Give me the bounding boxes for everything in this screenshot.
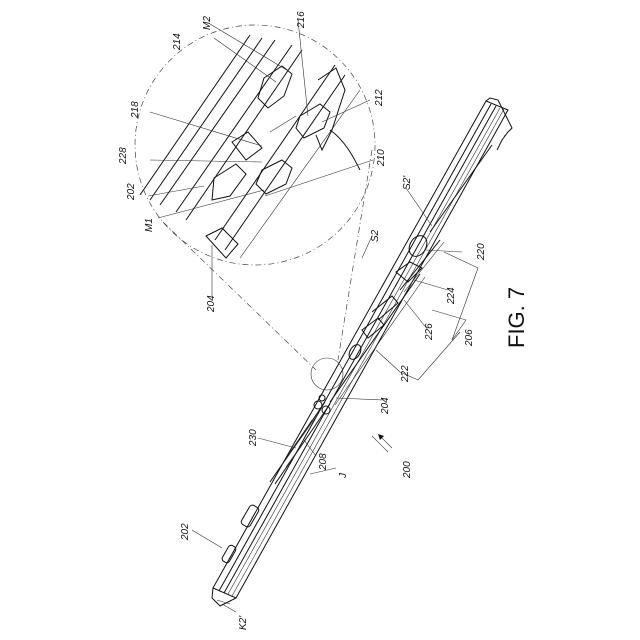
label-220: 220 bbox=[476, 243, 487, 261]
label-204-bottom: 204 bbox=[380, 397, 391, 415]
label-210: 210 bbox=[376, 149, 387, 167]
label-208: 208 bbox=[318, 453, 329, 471]
label-206: 206 bbox=[464, 329, 475, 347]
detail-boundary bbox=[135, 25, 375, 265]
slide-rail bbox=[212, 98, 512, 606]
label-j: J bbox=[338, 472, 349, 479]
label-214: 214 bbox=[172, 33, 183, 51]
label-230: 230 bbox=[248, 429, 259, 447]
label-m1: M1 bbox=[144, 218, 155, 232]
label-s2-prime-top: S2' bbox=[402, 175, 413, 190]
label-202-top: 202 bbox=[126, 183, 137, 201]
label-228: 228 bbox=[118, 147, 129, 165]
figure-caption: FIG. 7 bbox=[504, 287, 529, 348]
label-224: 224 bbox=[446, 287, 457, 305]
label-m2: M2 bbox=[202, 16, 213, 30]
detail-view bbox=[135, 25, 375, 370]
reference-labels: M2 214 216 212 218 228 202 210 M1 S2' S2… bbox=[118, 11, 487, 630]
leader-lines bbox=[148, 20, 478, 612]
label-s2: S2 bbox=[370, 229, 381, 242]
label-200: 200 bbox=[402, 461, 413, 479]
label-222: 222 bbox=[400, 365, 411, 383]
label-202-bottom: 202 bbox=[180, 523, 191, 541]
label-218: 218 bbox=[130, 101, 141, 119]
label-226: 226 bbox=[424, 323, 435, 341]
label-212: 212 bbox=[374, 89, 385, 107]
label-204-top: 204 bbox=[206, 295, 217, 313]
label-k2-prime: K2' bbox=[238, 615, 249, 630]
label-216: 216 bbox=[296, 11, 307, 29]
